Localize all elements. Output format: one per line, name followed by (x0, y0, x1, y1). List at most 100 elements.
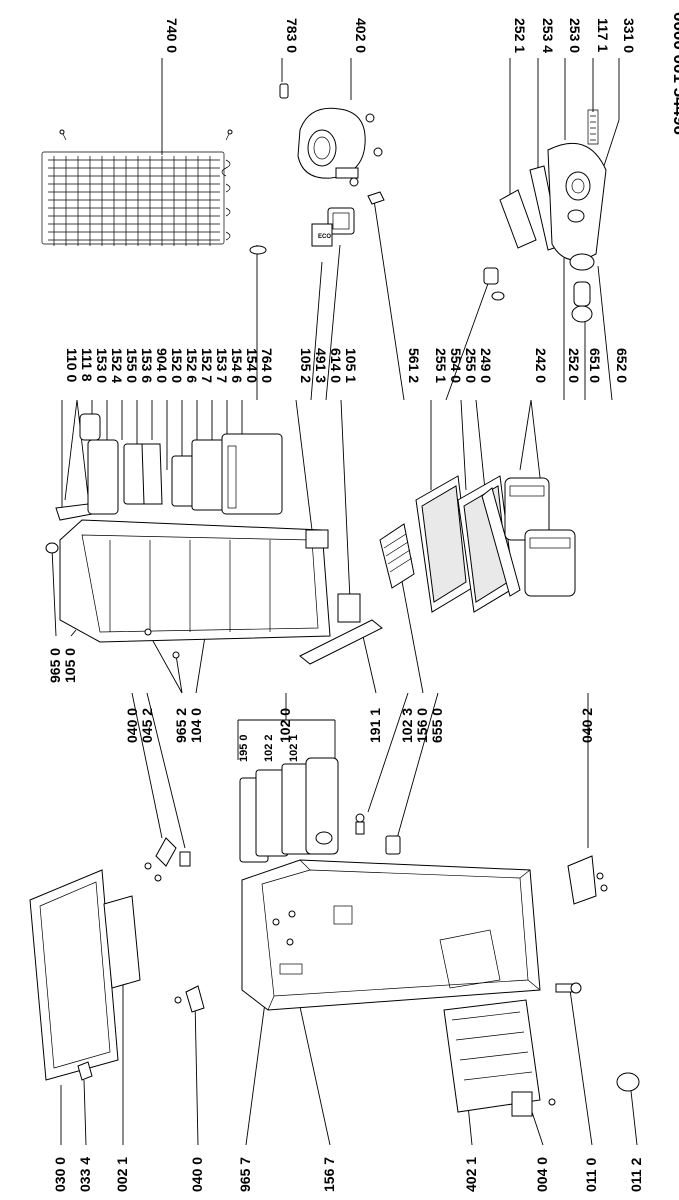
label-491-3: 491 3 (313, 348, 329, 383)
middle-row-labels: 110 0 111 8 153 0 152 4 155 0 153 6 904 … (64, 348, 630, 383)
label-002-1: 002 1 (114, 1157, 130, 1192)
label-153-6: 153 6 (139, 348, 155, 383)
label-030-0: 030 0 (52, 1157, 68, 1192)
cover-cap (385, 835, 401, 855)
label-102-2: 102 2 (263, 734, 275, 762)
cabinet (241, 859, 541, 1011)
document-code: 0000 001 54496 (670, 12, 679, 135)
label-110-0: 110 0 (64, 348, 80, 382)
label-965-7: 965 7 (237, 1157, 253, 1192)
label-255-1: 255 1 (433, 348, 449, 383)
label-152-6: 152 6 (184, 348, 200, 383)
label-011-2: 011 2 (628, 1158, 644, 1192)
ice-tray (379, 523, 415, 589)
thermostat (483, 267, 505, 301)
drain-clip (279, 83, 289, 99)
label-117-1: 117 1 (595, 18, 611, 52)
upper-hinge (305, 529, 329, 549)
refrigerator-door-sublabels: 195 0 102 2 102 1 (238, 734, 300, 762)
foot-cap (616, 1072, 640, 1092)
label-402-1: 402 1 (463, 1157, 479, 1192)
label-102-3: 102 3 (399, 708, 415, 743)
label-740-0: 740 0 (164, 18, 180, 53)
label-153-7: 153 7 (214, 348, 230, 383)
label-105-2: 105 2 (298, 348, 314, 383)
base-plinth (443, 999, 556, 1117)
label-783-0: 783 0 (284, 18, 300, 53)
compressor (297, 107, 383, 187)
label-965-2: 965 2 (173, 708, 189, 743)
label-249-0: 249 0 (478, 348, 494, 383)
crisper-drawers (504, 477, 576, 597)
label-105-1: 105 1 (343, 348, 359, 383)
label-153-0: 153 0 (94, 348, 110, 383)
label-652-0: 652 0 (614, 348, 630, 383)
frame-clip (77, 1061, 93, 1081)
grommet (249, 245, 267, 255)
label-965-0: 965 0 (47, 648, 63, 683)
adjustable-foot (555, 982, 582, 994)
label-152-4: 152 4 (109, 348, 125, 383)
lower-hinge-pin (355, 813, 365, 835)
label-152-0: 152 0 (169, 348, 185, 383)
label-764-0: 764 0 (259, 348, 275, 383)
door-gasket-strip (299, 619, 383, 665)
label-195-0: 195 0 (238, 734, 250, 762)
label-253-0: 253 0 (567, 18, 583, 53)
lower-hinge-bracket (567, 855, 608, 905)
label-040-0-b: 040 0 (189, 1157, 205, 1192)
top-plate (103, 895, 141, 989)
condenser-coil (41, 129, 233, 246)
bottom-left-hinge (174, 985, 205, 1013)
label-156-7: 156 7 (321, 1157, 337, 1192)
freezer-door (45, 503, 331, 643)
label-614-0: 614 0 (328, 348, 344, 383)
label-102-0: 102 0 (277, 708, 293, 743)
lamp-assembly (569, 253, 595, 323)
label-111-8: 111 8 (79, 348, 95, 382)
label-402-0: 402 0 (353, 18, 369, 53)
label-904-0: 904 0 (154, 348, 170, 383)
label-561-2: 561 2 (406, 348, 422, 383)
label-033-4: 033 4 (77, 1157, 93, 1192)
middle-hinge (337, 593, 361, 623)
label-255-0: 255 0 (463, 348, 479, 383)
label-105-0: 105 0 (62, 648, 78, 683)
label-104-0: 104 0 (188, 708, 204, 743)
label-554-0: 554 0 (448, 348, 464, 383)
label-045-2: 045 2 (139, 708, 155, 743)
label-154-0: 154 0 (244, 348, 260, 383)
starter-relay: ECO (311, 207, 355, 247)
row3-labels: 965 0 105 0 040 0 045 2 965 2 104 0 102 … (47, 648, 595, 743)
row3-leaders (51, 547, 589, 849)
label-040-0-a: 040 0 (124, 708, 140, 743)
label-242-0: 242 0 (533, 348, 549, 383)
label-155-0: 155 0 (124, 348, 140, 383)
upper-door-hinge (144, 837, 191, 882)
relay-clip (367, 191, 385, 205)
label-252-0: 252 0 (566, 348, 582, 383)
worktop-frame (29, 869, 119, 1081)
label-152-7: 152 7 (199, 348, 215, 383)
label-191-1: 191 1 (367, 708, 383, 743)
label-011-0: 011 0 (583, 1158, 599, 1192)
label-102-1: 102 1 (288, 734, 300, 762)
control-housing (499, 109, 607, 261)
glass-shelves (415, 475, 521, 613)
label-156-0: 156 0 (414, 708, 430, 743)
label-331-0: 331 0 (621, 18, 637, 53)
label-253-4: 253 4 (540, 18, 556, 53)
label-004-0: 004 0 (534, 1157, 550, 1192)
label-651-0: 651 0 (587, 348, 603, 383)
refrigerator-door-parts (239, 757, 339, 863)
door-shelves (79, 413, 283, 515)
right-column-labels: 740 0 783 0 402 0 252 1 253 4 253 0 117 … (164, 18, 637, 53)
middle-row-leaders (61, 199, 613, 601)
svg-text:ECO: ECO (318, 234, 331, 240)
label-154-6: 154 6 (229, 348, 245, 383)
label-655-0: 655 0 (429, 708, 445, 743)
label-040-2: 040 2 (579, 708, 595, 743)
door-screws (144, 628, 180, 659)
label-252-1: 252 1 (512, 18, 528, 53)
